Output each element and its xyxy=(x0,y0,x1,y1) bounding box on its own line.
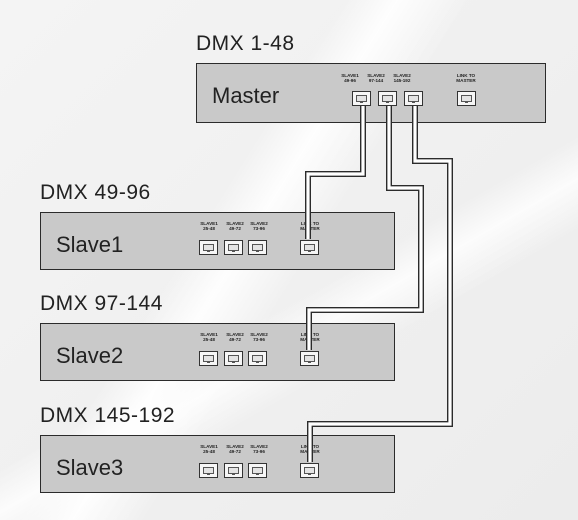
ethernet-port-icon xyxy=(199,351,218,366)
ethernet-port-icon xyxy=(199,463,218,478)
ethernet-port-icon xyxy=(352,91,371,106)
slave2-device-name: Slave2 xyxy=(56,343,124,368)
cable-master-to-slave2-core xyxy=(307,106,423,350)
ethernet-port-icon xyxy=(378,91,397,106)
slave2-port-label-1: SLAVE1 25-48 xyxy=(200,332,218,343)
slave2-port-label-2: SLAVE2 49-72 xyxy=(226,332,244,343)
slave2-range-label: DMX 97-144 xyxy=(40,292,163,315)
slave3-device: Slave3 SLAVE1 25-48 SLAVE2 49-72 SLAVE2 … xyxy=(40,435,395,493)
master-device-name: Master xyxy=(212,83,280,108)
slave2-device: Slave2 SLAVE1 25-48 SLAVE2 49-72 SLAVE2 … xyxy=(40,323,395,381)
master-range-label: DMX 1-48 xyxy=(196,32,295,55)
slave2-port-label-3: SLAVE2 73-96 xyxy=(250,332,268,343)
ethernet-port-icon xyxy=(248,240,267,255)
slave3-port-label-1: SLAVE1 25-48 xyxy=(200,444,218,455)
ethernet-port-icon xyxy=(300,240,319,255)
ethernet-port-icon xyxy=(248,463,267,478)
cable-master-to-slave1-core xyxy=(306,106,365,239)
master-port-label-2: SLAVE2 97-144 xyxy=(367,73,385,84)
master-port-label-1: SLAVE1 49-96 xyxy=(341,73,359,84)
slave3-port-label-3: SLAVE2 73-96 xyxy=(250,444,268,455)
ethernet-port-icon xyxy=(224,351,243,366)
slave1-device: Slave1 SLAVE1 25-48 SLAVE2 49-72 SLAVE2 … xyxy=(40,212,395,270)
slave3-device-name: Slave3 xyxy=(56,455,124,480)
slave1-port-label-3: SLAVE2 73-96 xyxy=(250,221,268,232)
slave1-port-label-2: SLAVE2 49-72 xyxy=(226,221,244,232)
slave1-range-label: DMX 49-96 xyxy=(40,181,151,204)
slave3-range-label: DMX 145-192 xyxy=(40,404,176,427)
ethernet-port-icon xyxy=(404,91,423,106)
ethernet-port-icon xyxy=(224,463,243,478)
ethernet-port-icon xyxy=(199,240,218,255)
ethernet-port-icon xyxy=(248,351,267,366)
ethernet-port-icon xyxy=(300,463,319,478)
slave1-port-label-1: SLAVE1 25-48 xyxy=(200,221,218,232)
master-port-label-3: SLAVE2 145-192 xyxy=(393,73,411,84)
ethernet-port-icon xyxy=(457,91,476,106)
cable-master-to-slave3-core xyxy=(308,106,452,462)
master-port-label-4: LINK TO MASTER xyxy=(456,73,476,84)
ethernet-port-icon xyxy=(224,240,243,255)
slave3-port-label-2: SLAVE2 49-72 xyxy=(226,444,244,455)
ethernet-port-icon xyxy=(300,351,319,366)
master-device: Master SLAVE1 49-96 SLAVE2 97-144 SLAVE2… xyxy=(196,63,546,123)
slave1-device-name: Slave1 xyxy=(56,232,124,257)
